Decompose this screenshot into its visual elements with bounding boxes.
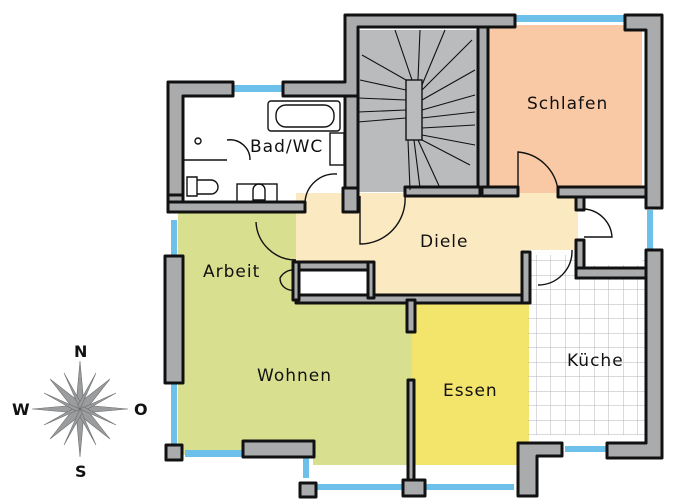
shower-head bbox=[194, 137, 202, 145]
toilet bbox=[186, 176, 219, 197]
wall-closet-east bbox=[366, 260, 376, 300]
window-bad bbox=[233, 85, 283, 92]
window-essen-south bbox=[422, 484, 514, 490]
wall-storage-west bbox=[574, 195, 586, 212]
door-storage bbox=[583, 208, 613, 238]
wall-west-arbeit bbox=[163, 254, 185, 385]
room-essen bbox=[412, 300, 529, 465]
wall-closet-north bbox=[291, 260, 374, 272]
room-diele bbox=[296, 193, 578, 296]
wall-storage-south bbox=[574, 266, 648, 280]
bathtub-inner bbox=[275, 104, 335, 128]
room-schlafen bbox=[482, 25, 642, 193]
wall-stairs-south bbox=[403, 185, 482, 198]
label-wohnen: Wohnen bbox=[257, 366, 332, 386]
window-wohnen-west bbox=[171, 382, 177, 450]
door-kueche bbox=[537, 249, 573, 286]
label-schlafen: Schlafen bbox=[527, 94, 608, 114]
room-labels: Bad/WC Schlafen Diele Arbeit Wohnen Esse… bbox=[203, 94, 624, 401]
windows bbox=[171, 15, 653, 490]
window-wohnen-south1 bbox=[185, 450, 243, 457]
wall-diele-east-stub bbox=[520, 250, 532, 305]
wall-bad-south bbox=[166, 200, 307, 214]
wall-west-corner bbox=[164, 443, 184, 462]
shower-door bbox=[183, 139, 251, 161]
room-kueche bbox=[528, 255, 658, 435]
label-diele: Diele bbox=[420, 232, 468, 252]
window-wohnen-south2 bbox=[303, 458, 309, 478]
door-closet bbox=[279, 269, 295, 291]
window-kueche-south bbox=[565, 446, 610, 452]
shower-wall bbox=[329, 132, 345, 166]
wall-bad-north-east bbox=[281, 13, 517, 98]
stair-treads bbox=[357, 29, 476, 191]
room-fills bbox=[178, 25, 658, 465]
wall-partition-upper bbox=[405, 298, 417, 334]
bathroom-fixtures bbox=[183, 100, 345, 203]
sink-basin bbox=[252, 183, 266, 201]
compass-north: N bbox=[74, 342, 87, 361]
wall-south-corner bbox=[298, 481, 318, 499]
compass-rose: N S W O bbox=[12, 342, 148, 481]
door-arbeit bbox=[255, 221, 297, 261]
label-bad-wc: Bad/WC bbox=[250, 137, 323, 157]
label-kueche: Küche bbox=[567, 351, 624, 371]
wall-bad-stub bbox=[341, 186, 360, 214]
compass-star-icon bbox=[31, 360, 129, 458]
room-wohnen bbox=[178, 212, 412, 465]
door-schlafen bbox=[517, 151, 559, 196]
window-storage bbox=[647, 210, 653, 250]
window-wohnen-south3 bbox=[315, 484, 407, 490]
wall-partition-foot bbox=[401, 478, 427, 498]
label-arbeit: Arbeit bbox=[203, 262, 260, 282]
wall-kueche-sw bbox=[516, 441, 564, 498]
wall-closet-west bbox=[291, 260, 301, 302]
window-arbeit bbox=[171, 220, 177, 255]
wall-stairs-east bbox=[476, 25, 490, 192]
compass-east: O bbox=[134, 400, 148, 419]
staircase bbox=[357, 29, 476, 191]
doors bbox=[255, 151, 613, 291]
wall-bad-east bbox=[343, 94, 360, 202]
wall-schlafen-south-b bbox=[556, 185, 648, 199]
label-essen: Essen bbox=[443, 381, 498, 401]
wall-kueche-east bbox=[605, 248, 664, 460]
wall-partition-lower bbox=[406, 378, 416, 488]
room-closet bbox=[300, 268, 370, 296]
wall-south-wohnen bbox=[241, 439, 316, 459]
walls bbox=[163, 13, 664, 499]
bathtub bbox=[267, 100, 341, 132]
door-diele-stairs bbox=[359, 195, 406, 245]
wall-schlafen-ne bbox=[623, 13, 664, 210]
window-schlafen bbox=[512, 15, 624, 22]
compass-west: W bbox=[12, 400, 30, 419]
compass-south: S bbox=[75, 462, 87, 481]
wall-schlafen-south-a bbox=[480, 185, 520, 198]
bad-door bbox=[304, 173, 338, 203]
